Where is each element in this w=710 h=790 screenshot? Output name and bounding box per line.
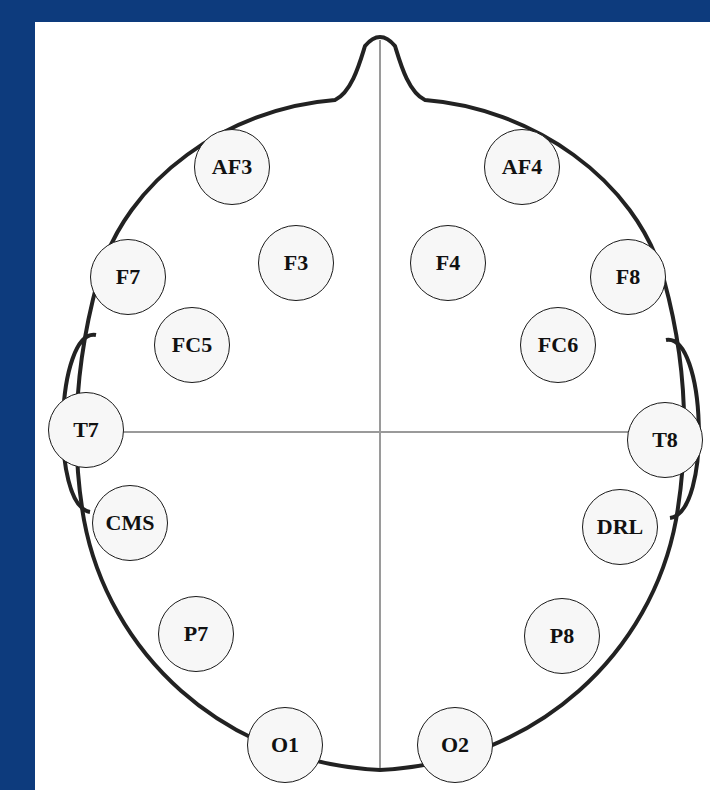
electrode-label: FC6 [538,334,578,356]
electrode-label: F7 [116,266,140,288]
electrode-circle: P8 [524,598,600,674]
electrode-circle: F4 [410,225,486,301]
electrode-circle: AF4 [484,129,560,205]
electrode-label: FC5 [172,334,212,356]
electrode-circle: F7 [90,239,166,315]
electrode-label: T7 [73,419,99,441]
electrode-circle: P7 [158,596,234,672]
electrode-label: P7 [184,623,208,645]
electrode-label: T8 [652,429,678,451]
electrode-circle: F3 [258,225,334,301]
electrode-circle: FC6 [520,307,596,383]
electrode-circle: AF3 [194,129,270,205]
electrode-label: P8 [550,625,574,647]
top-band [0,0,710,22]
electrode-label: AF4 [502,156,542,178]
electrode-circle: DRL [582,489,658,565]
electrode-circle: F8 [590,239,666,315]
side-band [0,0,35,790]
electrode-circle: O1 [247,707,323,783]
electrode-circle: CMS [92,485,168,561]
electrode-label: DRL [597,516,643,538]
electrode-label: CMS [106,512,155,534]
electrode-label: F3 [284,252,308,274]
electrode-label: F4 [436,252,460,274]
electrode-circle: T7 [48,392,124,468]
electrode-label: O1 [271,734,299,756]
electrode-label: AF3 [212,156,252,178]
electrode-circle: FC5 [154,307,230,383]
electrode-label: F8 [616,266,640,288]
electrode-circle: T8 [627,402,703,478]
electrode-circle: O2 [417,707,493,783]
electrode-label: O2 [441,734,469,756]
